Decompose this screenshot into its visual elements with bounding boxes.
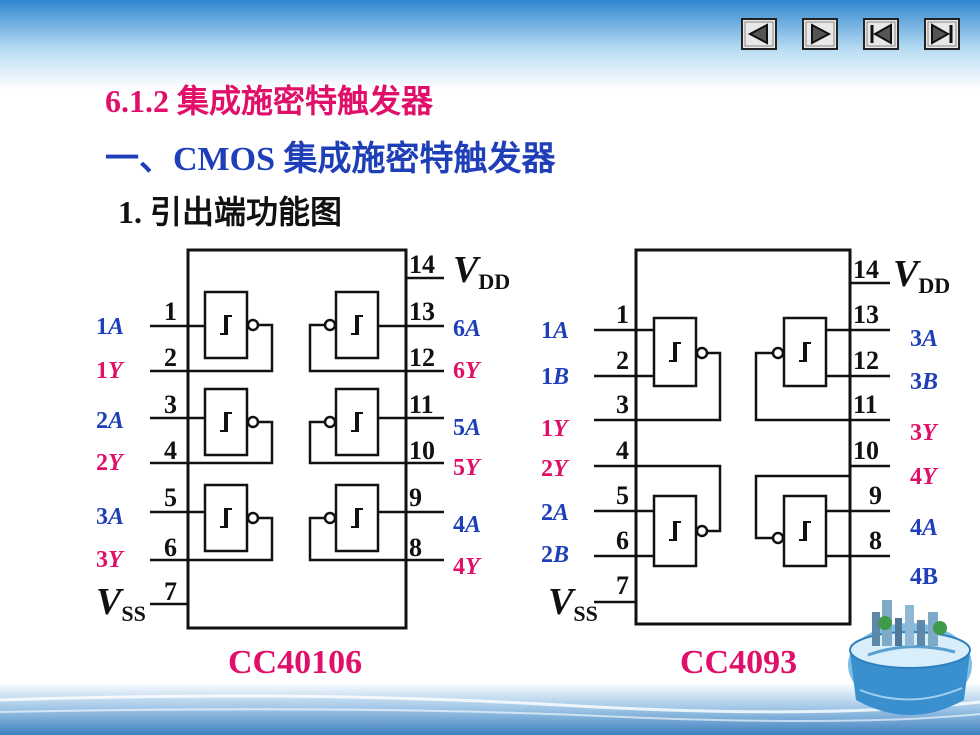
vdd-label: VDD — [893, 253, 950, 298]
subsection-title: 一、CMOS 集成施密特触发器 — [105, 141, 556, 178]
pin-number: 8 — [869, 526, 882, 555]
signal-label: 4Y — [453, 554, 482, 580]
signal-label: 6Y — [453, 358, 482, 384]
pin-number: 10 — [853, 436, 879, 465]
pin-number: 6 — [164, 533, 177, 562]
pin-number: 1 — [164, 297, 177, 326]
signal-label: 5A — [453, 415, 481, 441]
pin-number: 4 — [164, 436, 177, 465]
pin-number: 8 — [409, 533, 422, 562]
vdd-label: VDD — [453, 249, 510, 294]
signal-label: 5Y — [453, 455, 482, 481]
pin-number: 7 — [616, 571, 629, 600]
vss-label: VSS — [96, 581, 146, 626]
pin-number: 11 — [853, 390, 878, 419]
pin-number: 3 — [616, 390, 629, 419]
signal-label: 3A — [910, 326, 938, 352]
pin-number: 1 — [616, 300, 629, 329]
signal-label: 2B — [541, 542, 569, 568]
pin-number: 9 — [409, 483, 422, 512]
skip-first-icon — [863, 18, 899, 50]
signal-label: 1Y — [96, 358, 125, 384]
pin-number: 13 — [853, 300, 879, 329]
signal-label: 3A — [96, 504, 124, 530]
pin-number: 14 — [409, 250, 435, 279]
signal-label: 4B — [910, 564, 938, 590]
signal-label: 6A — [453, 316, 481, 342]
signal-label: 4A — [910, 515, 938, 541]
pin-number: 5 — [164, 483, 177, 512]
chip-cc4093: 1 2 3 4 5 6 7 14 13 12 11 10 9 8 1A 1B 1… — [541, 248, 950, 681]
globe-decoration-icon — [848, 600, 972, 715]
signal-label: 2A — [541, 500, 569, 526]
pin-number: 14 — [853, 255, 879, 284]
triangle-left-icon — [741, 18, 777, 50]
pin-number: 11 — [409, 390, 434, 419]
section-title: 6.1.2 集成施密特触发器 — [105, 83, 434, 119]
pin-number: 12 — [409, 343, 435, 372]
signal-label: 3B — [910, 369, 938, 395]
signal-label: 1A — [541, 318, 569, 344]
signal-label: 3Y — [910, 420, 939, 446]
skip-last-icon — [924, 18, 960, 50]
last-button[interactable] — [924, 18, 960, 50]
pin-number: 6 — [616, 526, 629, 555]
previous-button[interactable] — [741, 18, 777, 50]
pin-number: 5 — [616, 481, 629, 510]
signal-label: 2A — [96, 408, 124, 434]
triangle-right-icon — [802, 18, 838, 50]
signal-label: 1B — [541, 364, 569, 390]
signal-label: 1A — [96, 314, 124, 340]
next-button[interactable] — [802, 18, 838, 50]
pin-number: 9 — [869, 481, 882, 510]
chip-name-cc4093: CC4093 — [680, 644, 797, 681]
pin-number: 2 — [164, 343, 177, 372]
pin-number: 7 — [164, 577, 177, 606]
pin-number: 10 — [409, 436, 435, 465]
signal-label: 4Y — [910, 464, 939, 490]
signal-label: 1Y — [541, 416, 570, 442]
signal-label: 2Y — [96, 450, 125, 476]
signal-label: 3Y — [96, 547, 125, 573]
chip-name-cc40106: CC40106 — [228, 644, 362, 681]
item-title: 1. 引出端功能图 — [118, 194, 343, 230]
signal-label: 2Y — [541, 456, 570, 482]
pin-number: 2 — [616, 346, 629, 375]
chip-cc40106: 1 2 3 4 5 6 7 14 13 12 11 10 9 8 1A 1Y 2… — [96, 248, 510, 681]
pin-number: 13 — [409, 297, 435, 326]
pin-number: 3 — [164, 390, 177, 419]
vss-label: VSS — [548, 581, 598, 626]
pin-number: 4 — [616, 436, 629, 465]
pin-number: 12 — [853, 346, 879, 375]
chip-body — [634, 248, 852, 626]
first-button[interactable] — [863, 18, 899, 50]
signal-label: 4A — [453, 512, 481, 538]
